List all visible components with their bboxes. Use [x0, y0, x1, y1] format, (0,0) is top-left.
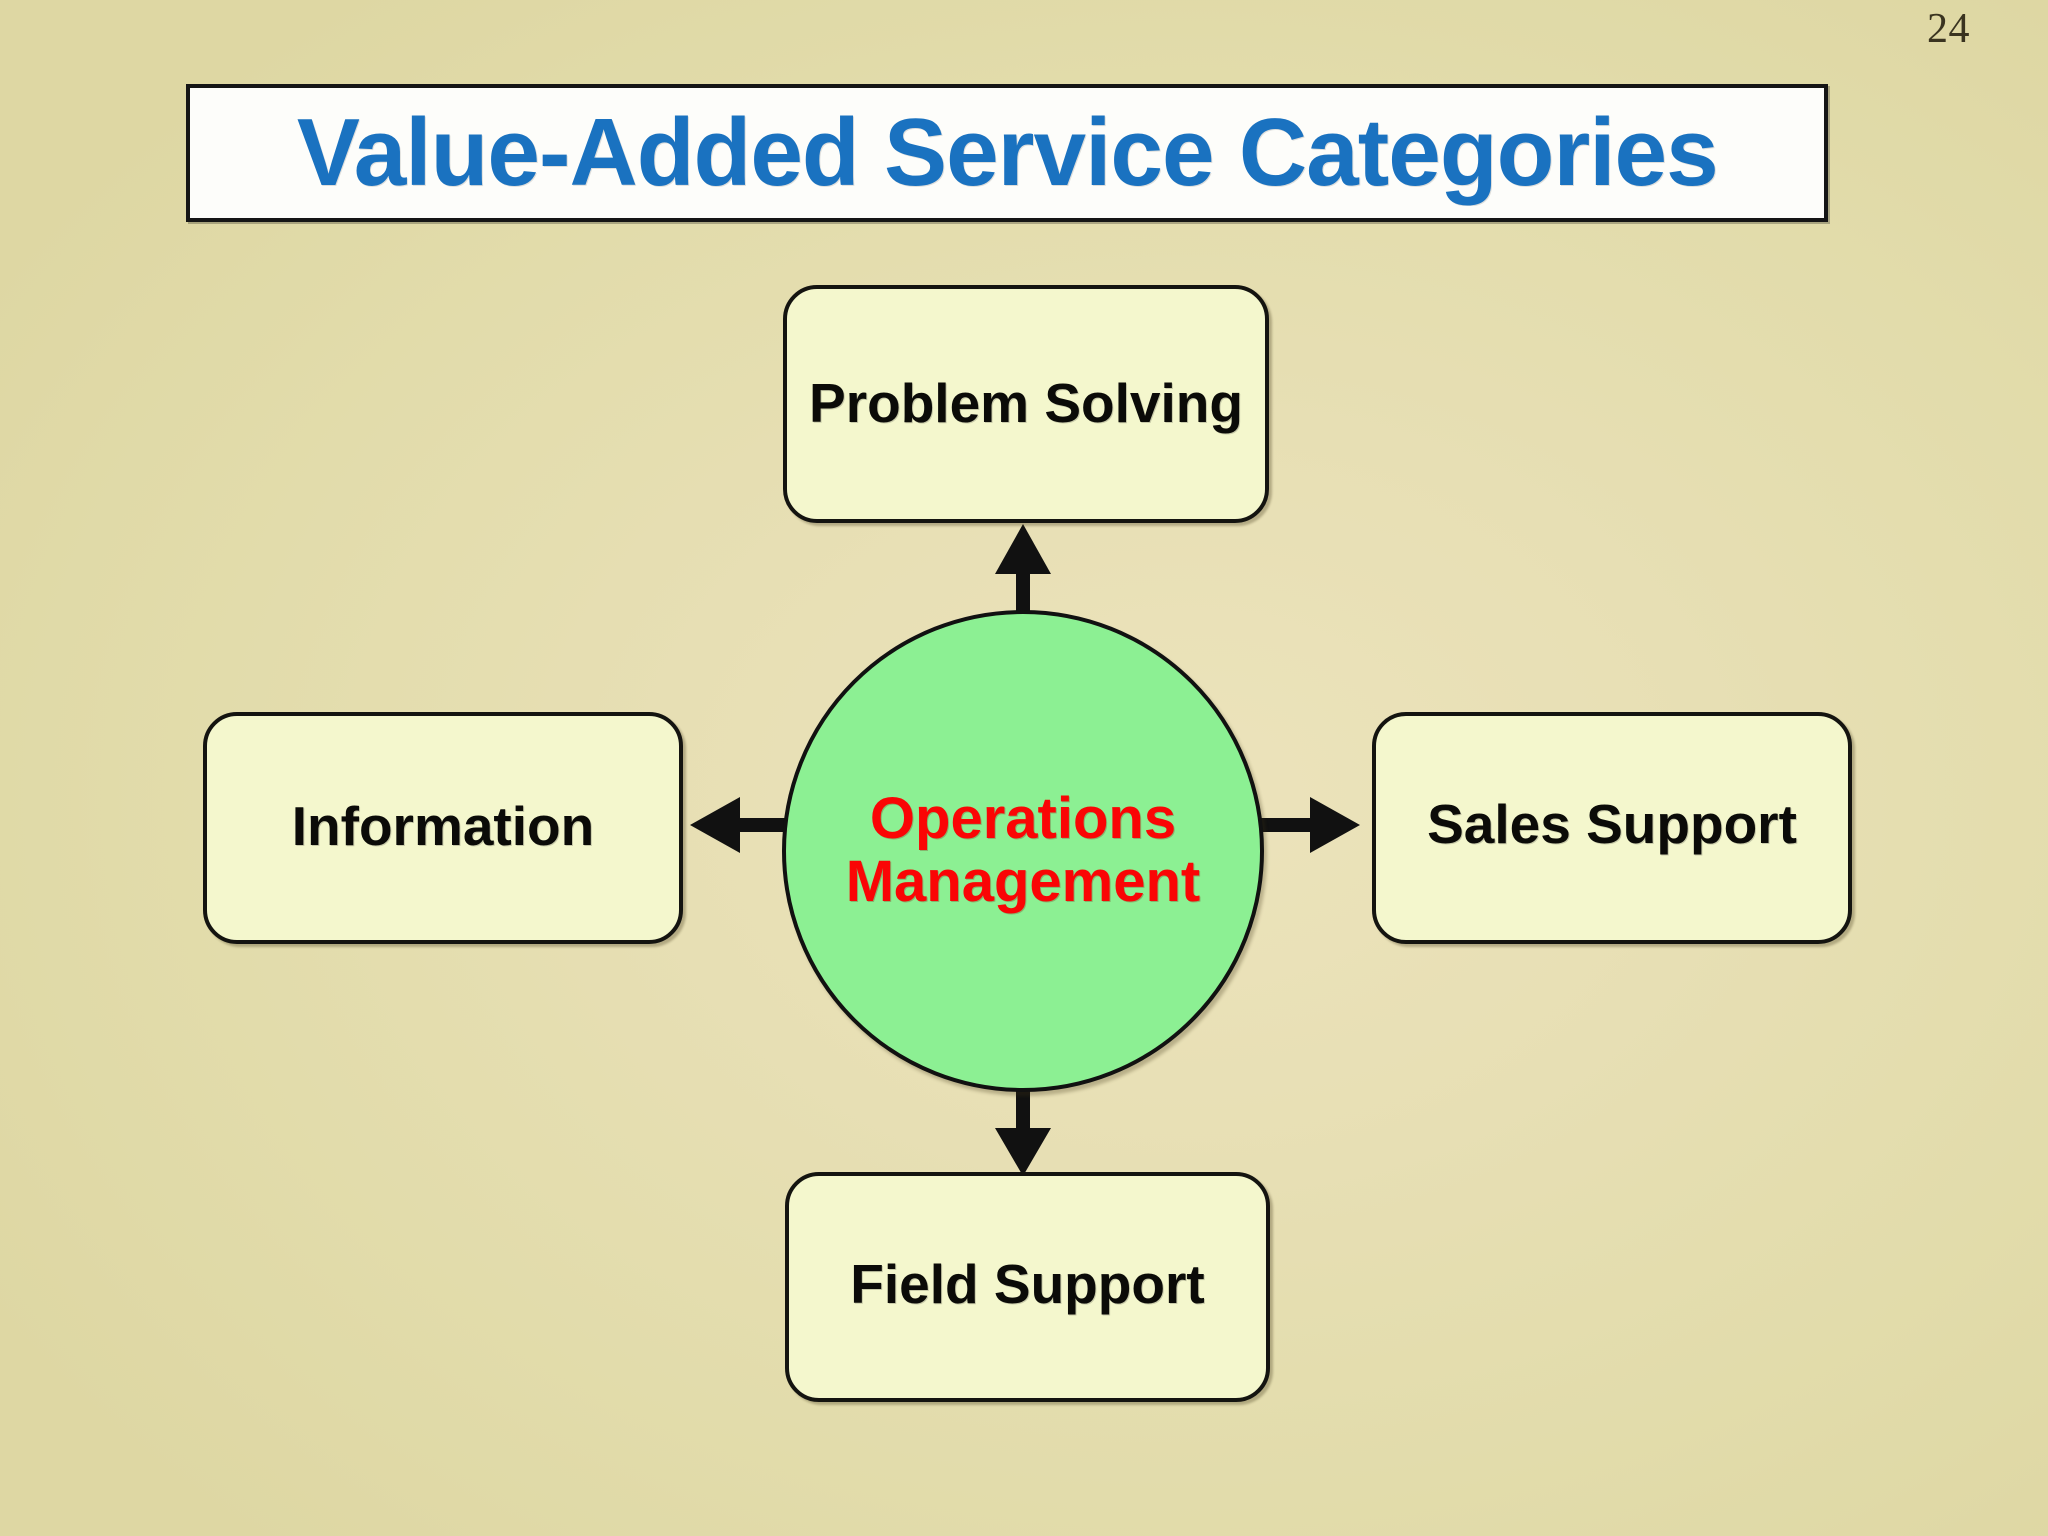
- hub-label-line1: Operations: [869, 786, 1177, 852]
- arrow-down-icon: [995, 1082, 1051, 1176]
- node-field-support-label: Field Support: [850, 1253, 1205, 1315]
- page-number: 24: [1927, 6, 1970, 52]
- node-information-label: Information: [291, 795, 595, 857]
- node-information[interactable]: Information: [203, 712, 683, 944]
- arrow-right-icon: [1252, 797, 1360, 853]
- page-title: Value-Added Service Categories: [296, 99, 1719, 206]
- node-problem-solving-label: Problem Solving: [809, 372, 1243, 434]
- node-sales-support[interactable]: Sales Support: [1372, 712, 1852, 944]
- title-box: Value-Added Service Categories: [186, 84, 1828, 222]
- hub-label-line2: Management: [845, 849, 1201, 914]
- node-field-support[interactable]: Field Support: [785, 1172, 1270, 1402]
- hub-operations-management[interactable]: Operations Management: [782, 610, 1264, 1092]
- node-problem-solving[interactable]: Problem Solving: [783, 285, 1269, 523]
- node-sales-support-label: Sales Support: [1427, 793, 1797, 855]
- hub-label: Operations Management: [846, 788, 1201, 913]
- arrow-up-icon: [995, 524, 1051, 620]
